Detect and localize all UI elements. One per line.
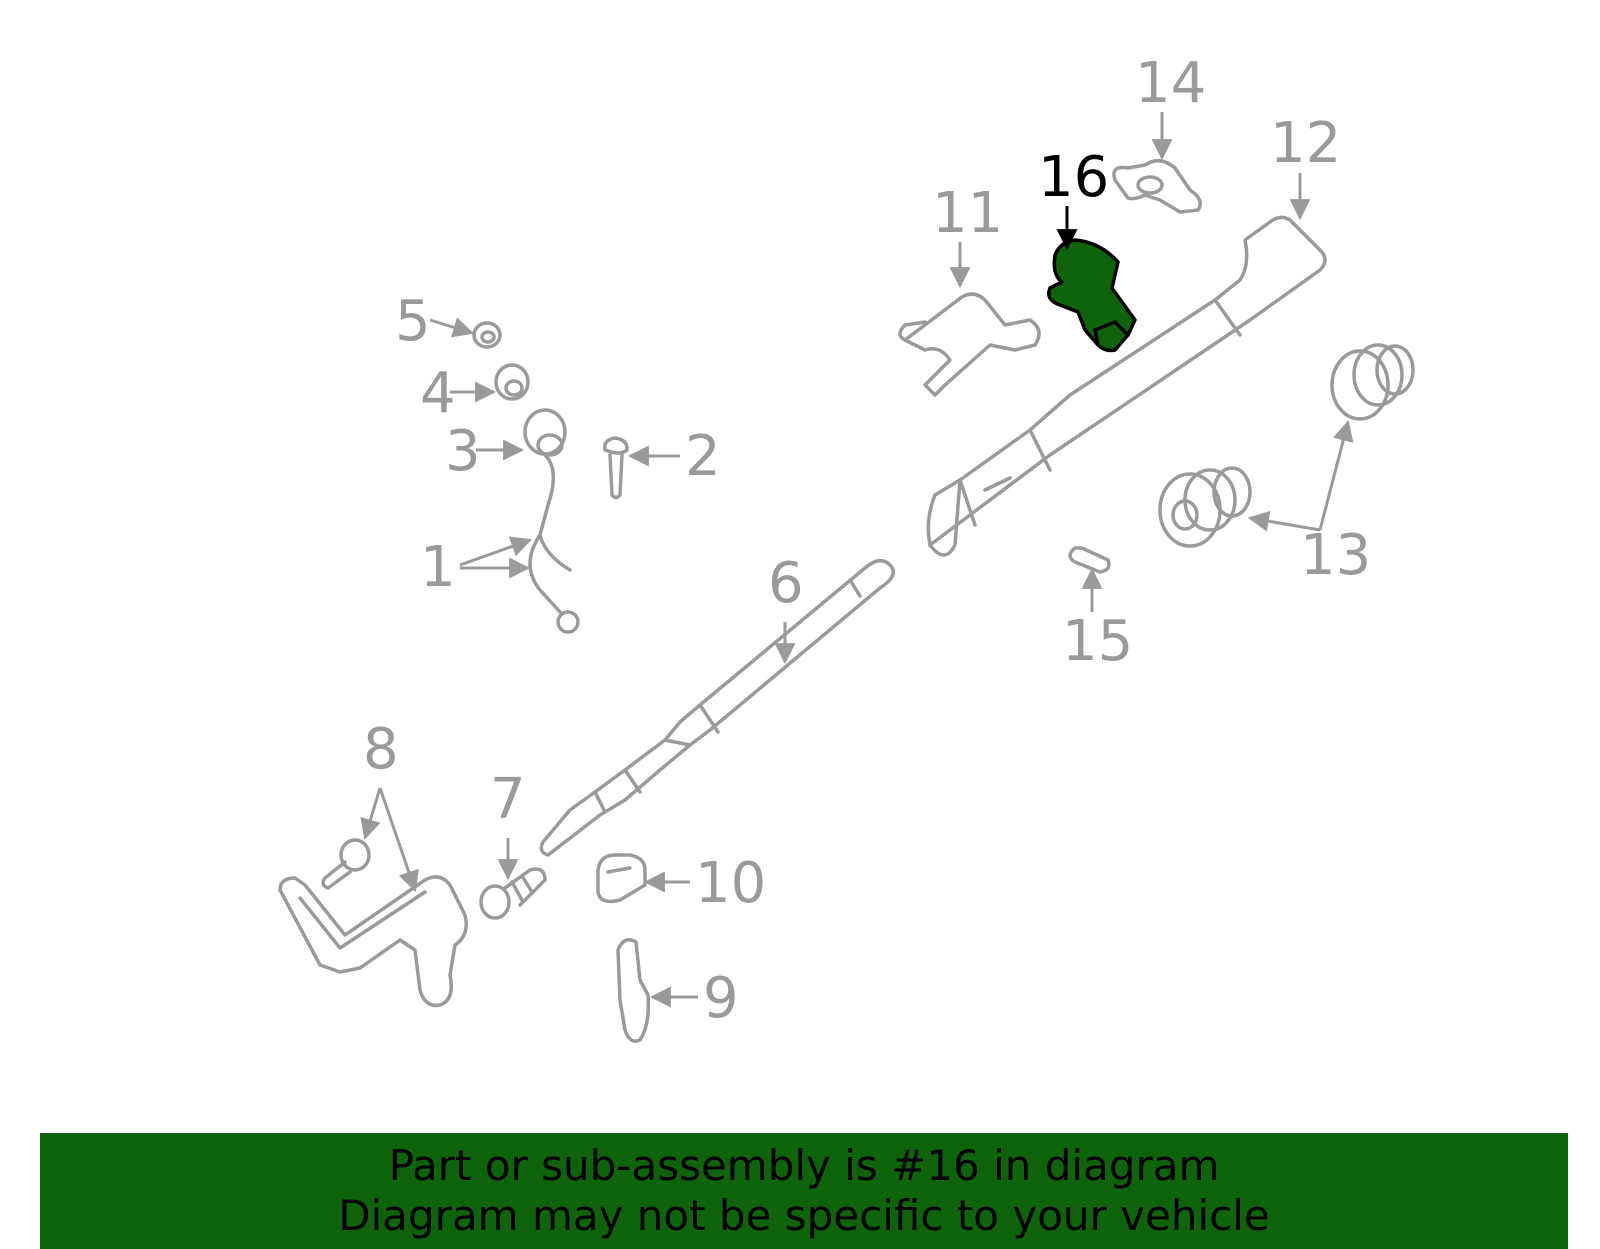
part-8-bolt xyxy=(321,838,371,890)
callout-9: 9 xyxy=(703,966,739,1031)
callout-15: 15 xyxy=(1062,609,1133,674)
part-10-clip xyxy=(596,853,647,904)
banner-line-2: Diagram may not be specific to your vehi… xyxy=(338,1191,1270,1240)
part-16-highlighted[interactable] xyxy=(1047,238,1137,353)
callout-12: 12 xyxy=(1270,111,1341,176)
part-7-spring xyxy=(479,867,547,920)
callout-8: 8 xyxy=(363,717,399,782)
part-13-grommet-b xyxy=(1330,343,1415,421)
part-9-lever xyxy=(616,938,651,1043)
part-2-bolt xyxy=(602,436,629,500)
callout-14: 14 xyxy=(1135,51,1206,116)
part-3-knob xyxy=(523,408,567,457)
callout-11: 11 xyxy=(932,181,1003,246)
callout-1: 1 xyxy=(420,535,456,600)
part-14-clip xyxy=(1112,158,1202,214)
part-13-grommet-a xyxy=(1158,466,1252,548)
part-12-column-housing xyxy=(926,215,1327,557)
parts-diagram: 1 2 3 4 5 6 7 8 9 10 11 12 13 14 15 16 xyxy=(278,51,1415,1043)
callout-6: 6 xyxy=(768,551,804,616)
part-5-washer xyxy=(472,321,502,349)
part-4-bushing xyxy=(494,363,530,401)
callout-arrows xyxy=(360,112,1354,1008)
part-15-pin xyxy=(1068,546,1111,574)
callout-2: 2 xyxy=(685,424,721,489)
part-8-bracket xyxy=(278,875,468,1008)
callout-13: 13 xyxy=(1300,523,1371,588)
callout-10: 10 xyxy=(695,851,766,916)
banner-line-1: Part or sub-assembly is #16 in diagram xyxy=(388,1141,1220,1190)
callout-5: 5 xyxy=(395,289,431,354)
part-11-bracket xyxy=(898,292,1041,397)
callout-7: 7 xyxy=(490,767,526,832)
callout-16: 16 xyxy=(1038,145,1109,210)
callout-3: 3 xyxy=(445,419,481,484)
part-1-cable xyxy=(528,453,580,634)
part-6-steering-shaft xyxy=(539,558,896,857)
info-banner: Part or sub-assembly is #16 in diagram D… xyxy=(40,1133,1568,1249)
callout-4: 4 xyxy=(420,361,456,426)
